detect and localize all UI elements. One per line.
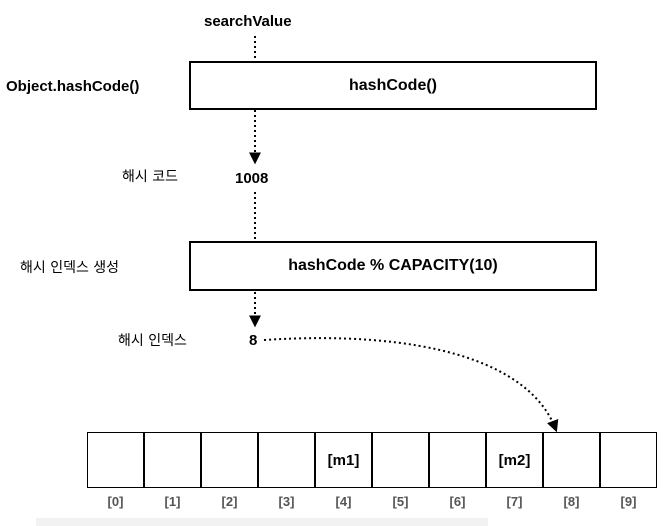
hash-index-value: 8: [249, 332, 258, 349]
bucket-cell: [201, 432, 258, 488]
bucket-cell: [87, 432, 144, 488]
hash-code-label: 해시 코드: [122, 169, 178, 185]
bottom-shade: [36, 518, 488, 526]
hash-index-label: 해시 인덱스: [118, 333, 187, 349]
bucket-index-label: [9]: [620, 494, 637, 509]
bucket-cell: [429, 432, 486, 488]
bucket-index-label: [6]: [449, 494, 466, 509]
bucket-cell: [543, 432, 600, 488]
modulo-box: hashCode % CAPACITY(10): [189, 241, 597, 291]
bucket-index-label: [8]: [563, 494, 580, 509]
bucket-index-label: [4]: [335, 494, 352, 509]
bucket-cell: [600, 432, 657, 488]
bucket-index-label: [5]: [392, 494, 409, 509]
bucket-content: [m2]: [498, 451, 531, 469]
search-value-label: searchValue: [204, 13, 292, 30]
bucket-pointer-arrow: [263, 337, 559, 433]
bucket-index-label: [3]: [278, 494, 295, 509]
bucket-cell: [144, 432, 201, 488]
hashcode-box-text: hashCode(): [349, 76, 437, 94]
object-hashcode-label: Object.hashCode(): [6, 78, 140, 95]
bucket-index-label: [7]: [506, 494, 523, 509]
hash-index-generation-label: 해시 인덱스 생성: [20, 260, 120, 276]
bucket-content: [m1]: [327, 451, 360, 469]
bucket-index-label: [0]: [107, 494, 124, 509]
hashcode-box: hashCode(): [189, 61, 597, 110]
bucket-cell: [372, 432, 429, 488]
bucket-cell: [m1]: [315, 432, 372, 488]
bucket-cell: [258, 432, 315, 488]
hash-code-value: 1008: [235, 170, 269, 187]
bucket-index-label: [2]: [221, 494, 238, 509]
modulo-box-text: hashCode % CAPACITY(10): [288, 257, 498, 274]
bucket-index-label: [1]: [164, 494, 181, 509]
bucket-cell: [m2]: [486, 432, 543, 488]
